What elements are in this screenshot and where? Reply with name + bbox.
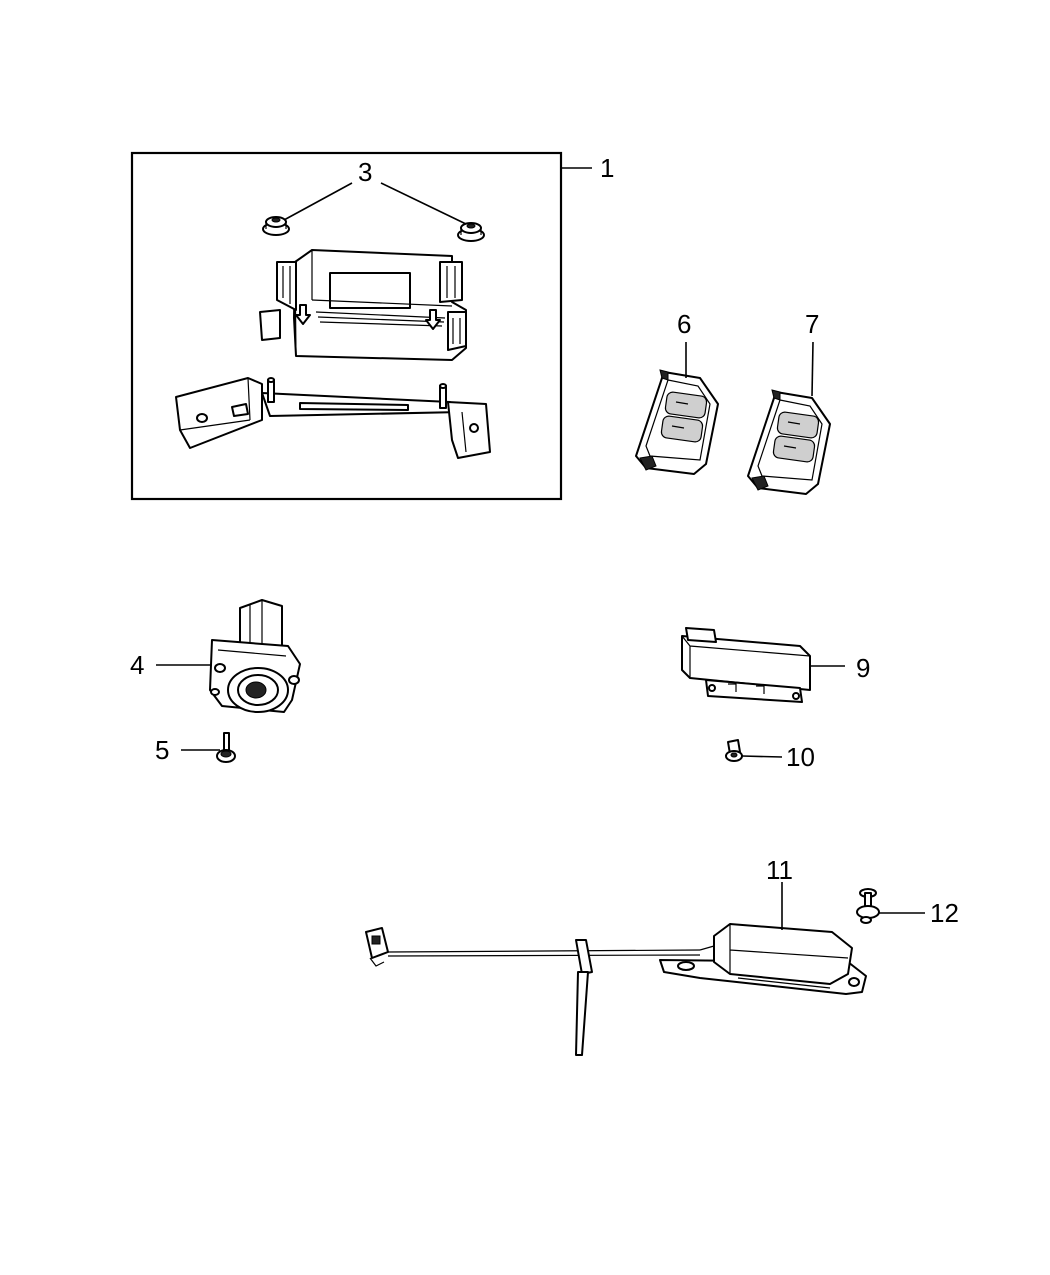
antenna-harness bbox=[365, 923, 867, 1056]
ignition-switch bbox=[209, 599, 301, 713]
callout-4: 4 bbox=[130, 650, 144, 680]
control-module bbox=[259, 249, 467, 361]
callout-12: 12 bbox=[930, 898, 959, 928]
nut-right bbox=[457, 222, 485, 242]
screw-5 bbox=[216, 732, 236, 763]
callout-9: 9 bbox=[856, 653, 870, 683]
callout-1: 1 bbox=[600, 153, 614, 183]
callout-6: 6 bbox=[677, 309, 691, 339]
callout-3: 3 bbox=[358, 157, 372, 187]
callout-10: 10 bbox=[786, 742, 815, 772]
callout-5: 5 bbox=[155, 735, 169, 765]
key-fob-7 bbox=[747, 389, 831, 495]
callout-11: 11 bbox=[766, 855, 793, 885]
screw-12 bbox=[856, 888, 880, 924]
mounting-bracket bbox=[175, 377, 491, 459]
key-fob-6 bbox=[635, 369, 719, 475]
callout-7: 7 bbox=[805, 309, 819, 339]
nut-left bbox=[262, 216, 290, 236]
module-assembly-box bbox=[130, 151, 592, 501]
receiver-module bbox=[681, 627, 811, 703]
screw-10 bbox=[725, 739, 743, 762]
